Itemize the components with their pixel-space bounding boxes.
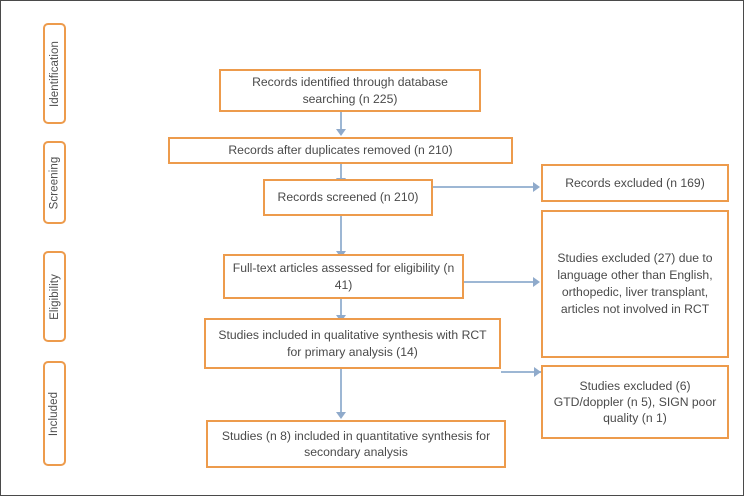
box-studies-excluded-quality-text: Studies excluded (6) GTD/doppler (n 5), … xyxy=(553,378,717,426)
box-qualitative-synthesis: Studies included in qualitative synthesi… xyxy=(204,318,501,369)
connector-duplicates-to-screened xyxy=(340,164,342,180)
arrow-fulltext-to-excluded-language xyxy=(533,277,540,287)
arrow-qualitative-to-excluded-quality xyxy=(534,367,541,377)
box-records-after-duplicates-text: Records after duplicates removed (n 210) xyxy=(228,143,453,158)
box-records-after-duplicates: Records after duplicates removed (n 210) xyxy=(168,137,513,164)
connector-qualitative-to-excluded-quality xyxy=(501,371,541,373)
box-records-identified: Records identified through database sear… xyxy=(219,69,481,112)
connector-screened-to-fulltext xyxy=(340,215,342,253)
box-records-excluded-text: Records excluded (n 169) xyxy=(565,175,705,190)
connector-fulltext-to-excluded-language xyxy=(464,281,534,283)
connector-identified-to-duplicates xyxy=(340,112,342,131)
connector-qualitative-to-quantitative xyxy=(340,368,342,414)
box-studies-excluded-language: Studies excluded (27) due to language ot… xyxy=(541,210,729,358)
arrow-qualitative-to-quantitative xyxy=(336,412,346,419)
box-studies-excluded-language-text: Studies excluded (27) due to language ot… xyxy=(557,251,713,316)
stage-label-screening: Screening xyxy=(43,141,66,224)
box-records-excluded: Records excluded (n 169) xyxy=(541,164,729,202)
box-records-screened-text: Records screened (n 210) xyxy=(277,190,419,205)
stage-label-eligibility: Eligibility xyxy=(43,251,66,342)
stage-label-screening-text: Screening xyxy=(48,156,61,209)
arrow-screened-to-excluded xyxy=(533,182,540,192)
box-records-screened: Records screened (n 210) xyxy=(263,179,433,216)
stage-label-eligibility-text: Eligibility xyxy=(48,273,61,320)
box-quantitative-synthesis-text: Studies (n 8) included in quantitative s… xyxy=(221,428,491,459)
stage-label-included-text: Included xyxy=(48,391,61,436)
stage-label-included: Included xyxy=(43,361,66,466)
stage-label-identification-text: Identification xyxy=(48,40,61,107)
box-qualitative-synthesis-text: Studies included in qualitative synthesi… xyxy=(218,328,487,359)
arrow-identified-to-duplicates xyxy=(336,129,346,136)
box-fulltext-assessed-text: Full-text articles assessed for eligibil… xyxy=(232,261,455,292)
box-quantitative-synthesis: Studies (n 8) included in quantitative s… xyxy=(206,420,506,468)
box-fulltext-assessed: Full-text articles assessed for eligibil… xyxy=(223,254,464,299)
box-studies-excluded-quality: Studies excluded (6) GTD/doppler (n 5), … xyxy=(541,365,729,439)
stage-label-identification: Identification xyxy=(43,23,66,124)
connector-screened-to-excluded xyxy=(433,186,534,188)
box-records-identified-text: Records identified through database sear… xyxy=(252,75,448,106)
connector-fulltext-to-qualitative xyxy=(340,299,342,317)
